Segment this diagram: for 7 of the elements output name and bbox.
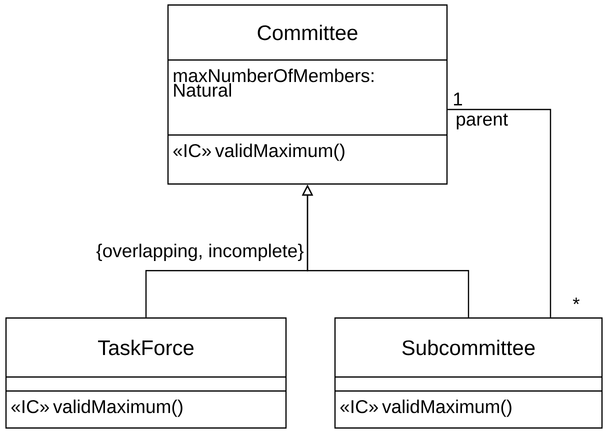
edge-label: {overlapping, incomplete}	[96, 244, 304, 261]
class-box: TaskForce «IC» validMaximum()	[5, 317, 287, 429]
class-box: Committee maxNumberOfMembers: Natural «IC» validMaximum()	[167, 4, 448, 185]
class-box: Subcommittee «IC» validMaximum()	[334, 317, 603, 429]
connector	[448, 108, 552, 318]
multiplicity-label: parent	[456, 114, 508, 130]
multiplicity-label: 1	[454, 92, 462, 106]
